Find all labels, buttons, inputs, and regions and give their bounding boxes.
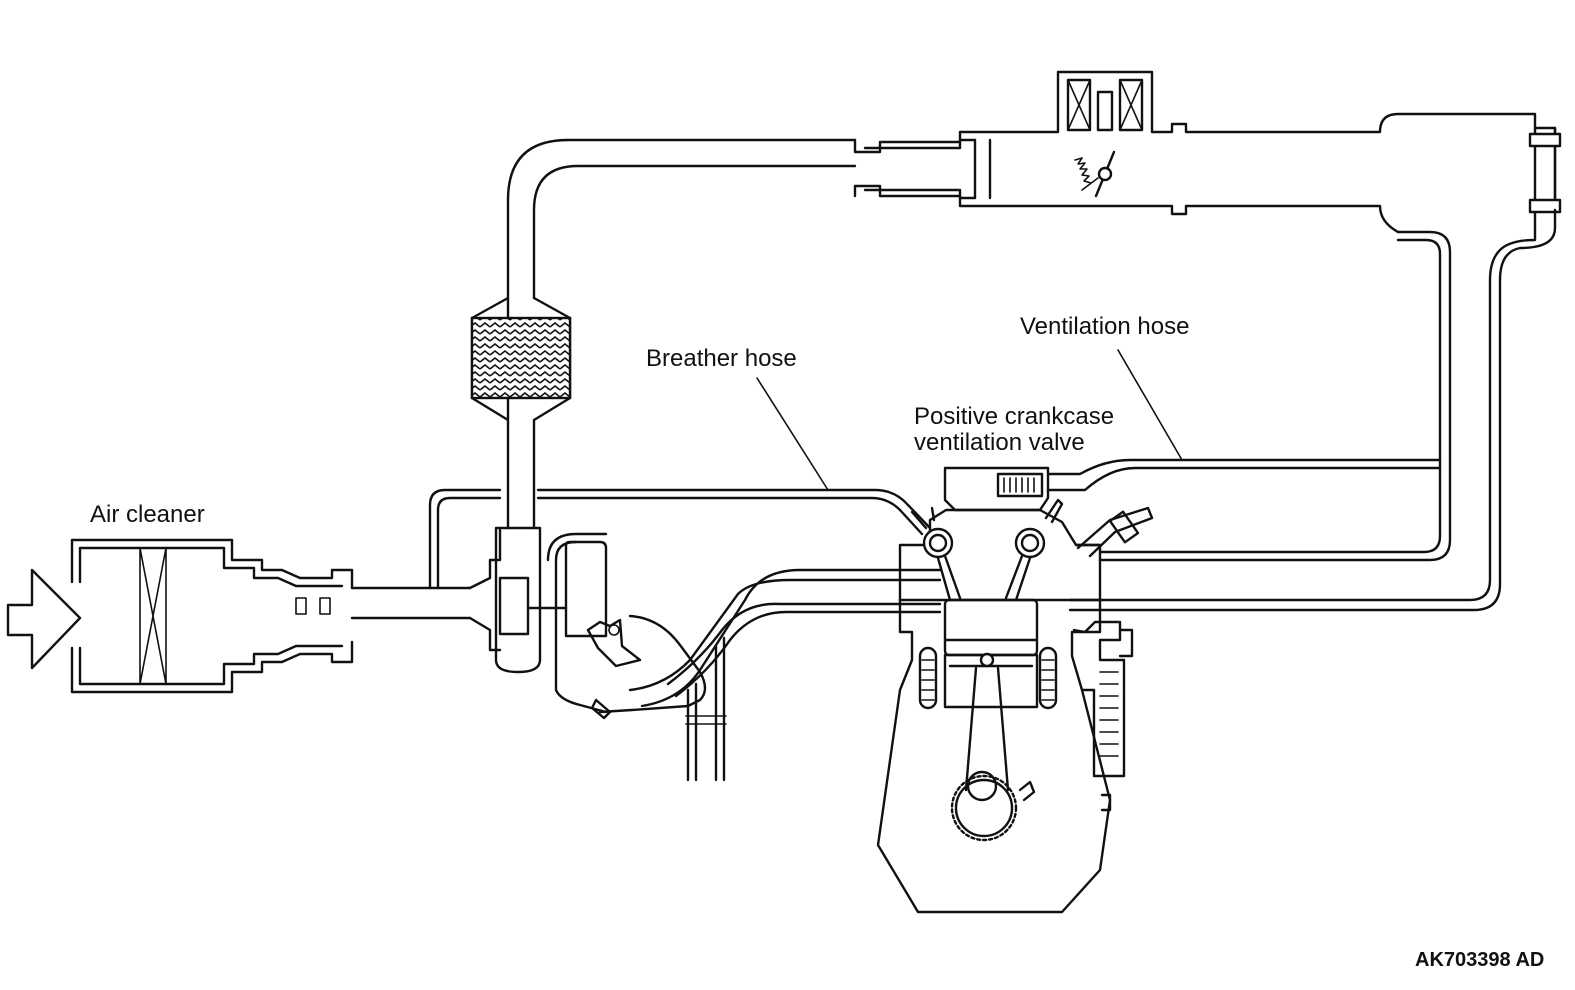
pcv-valve-label-line1: Positive crankcase xyxy=(914,403,1114,430)
breather-hose-label: Breather hose xyxy=(646,345,797,372)
turbocharger xyxy=(468,526,608,714)
figure-code: AK703398 AD xyxy=(1415,949,1544,971)
throttle-body xyxy=(853,70,1562,234)
breather-hose-leader-line xyxy=(756,377,829,491)
breather-hose xyxy=(428,488,932,590)
pcv-valve xyxy=(943,466,1050,512)
intake-airflow-arrow xyxy=(6,568,82,670)
pcv-valve-label-line2: ventilation valve xyxy=(914,429,1085,456)
ventilation-hose-leader-line xyxy=(1117,349,1183,461)
ventilation-hose-label: Ventilation hose xyxy=(1020,313,1189,340)
intercooler-pipe xyxy=(470,138,857,530)
exhaust-pipe xyxy=(586,568,942,782)
intake-duct xyxy=(350,586,472,620)
air-cleaner xyxy=(70,538,354,694)
engine xyxy=(876,498,1154,914)
intercooler-core xyxy=(470,316,572,400)
air-cleaner-label: Air cleaner xyxy=(90,501,205,528)
ventilation-hose xyxy=(1046,208,1557,612)
